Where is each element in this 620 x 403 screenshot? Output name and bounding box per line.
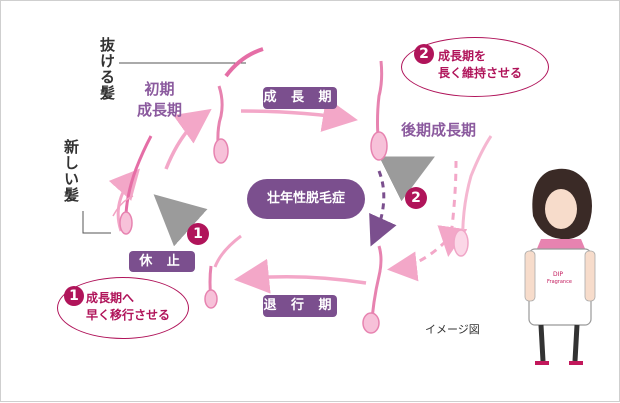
arrow-regression bbox=[234, 258, 367, 294]
follicle-regression bbox=[362, 245, 383, 334]
follicle-new bbox=[112, 135, 153, 235]
mascot-apron-dip: DIP bbox=[553, 271, 564, 278]
follicle-growth bbox=[370, 60, 388, 161]
image-note: イメージ図 bbox=[425, 323, 480, 336]
arrow-early bbox=[164, 108, 212, 170]
purple-dashed-arrow bbox=[369, 170, 397, 247]
callout-2-text: 成長期を 長く維持させる bbox=[438, 49, 523, 80]
gray-arrow-late bbox=[379, 156, 435, 202]
mascot-apron-fragrance: Fragrance bbox=[547, 279, 572, 285]
badge-2-center: 2 bbox=[405, 187, 427, 209]
falling-hair-strand bbox=[224, 47, 264, 78]
callout-1: 1 成長期へ 早く移行させる bbox=[57, 277, 189, 339]
follicle-early bbox=[213, 85, 229, 164]
arrow-late-dashed bbox=[437, 160, 468, 257]
label-late-growth: 後期成長期 bbox=[401, 121, 477, 139]
follicle-late bbox=[453, 135, 493, 257]
arrow-rest-curve bbox=[213, 234, 242, 268]
callout-1-text: 成長期へ 早く移行させる bbox=[86, 291, 171, 322]
gray-arrow-rest bbox=[153, 194, 208, 247]
badge-1-center: 1 bbox=[187, 223, 209, 245]
label-falling-hair: 抜ける髪 bbox=[98, 37, 116, 101]
callout-1-number: 1 bbox=[64, 286, 84, 306]
callout-2-number: 2 bbox=[414, 44, 434, 64]
leader-line-new bbox=[82, 211, 111, 234]
callout-2: 2 成長期を 長く維持させる bbox=[401, 37, 549, 97]
phase-pill-growth: 成 長 期 bbox=[263, 87, 337, 109]
label-early-growth: 初期 成長期 bbox=[137, 80, 183, 119]
phase-pill-regression: 退 行 期 bbox=[263, 295, 337, 317]
arrow-late-return bbox=[387, 239, 448, 282]
mascot-character bbox=[524, 168, 596, 365]
follicle-rest bbox=[204, 265, 218, 309]
label-new-hair: 新しい髪 bbox=[62, 139, 80, 203]
center-label: 壮年性脱毛症 bbox=[247, 179, 365, 219]
arrow-growth bbox=[240, 97, 358, 132]
phase-pill-rest: 休 止 期 bbox=[129, 251, 195, 290]
